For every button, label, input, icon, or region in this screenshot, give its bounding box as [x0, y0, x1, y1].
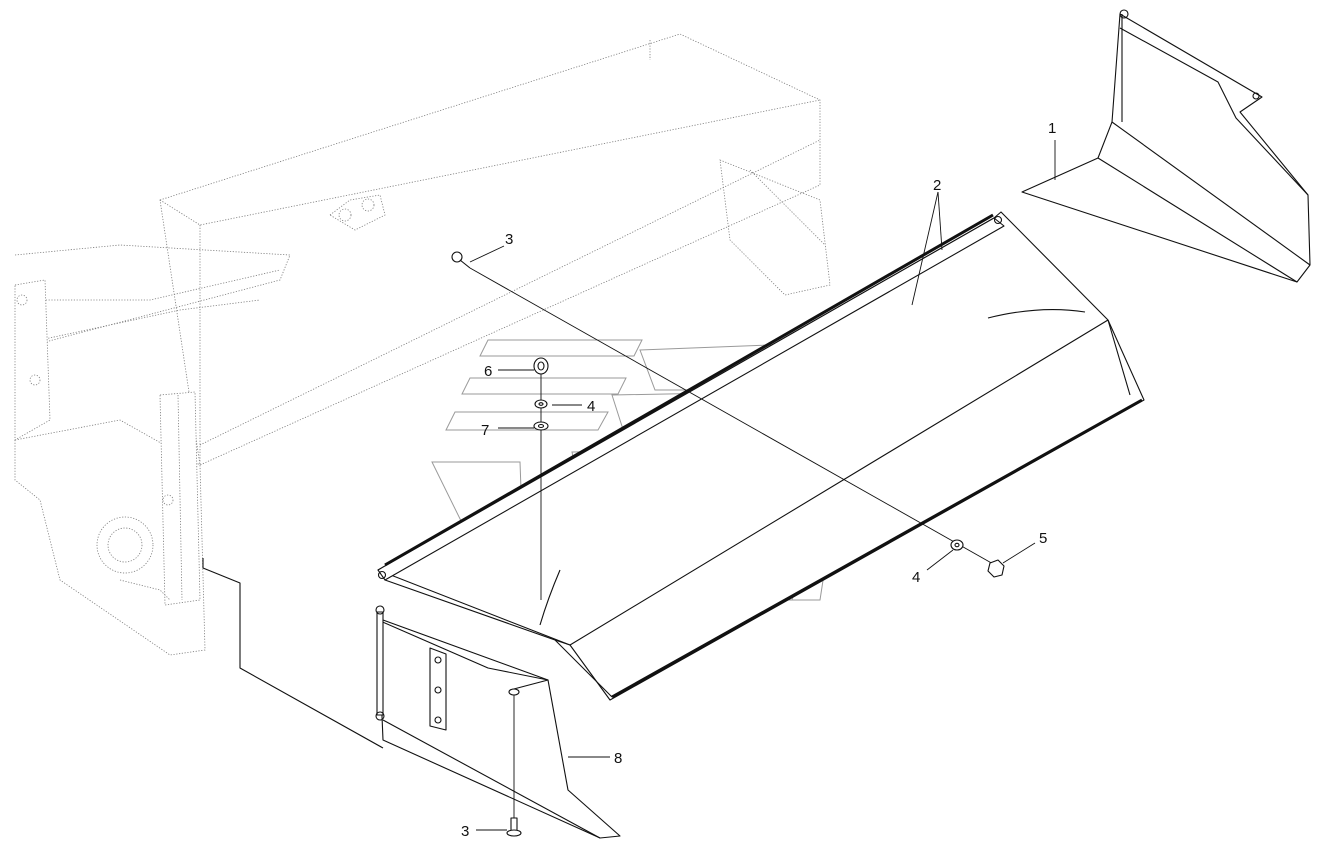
bolt-lower: [506, 688, 522, 837]
callout-7: 7: [481, 422, 489, 439]
washer-right: [950, 539, 964, 551]
callout-5: 5: [1039, 530, 1047, 547]
callout-4-upper: 4: [587, 398, 595, 415]
washer-middle: [533, 421, 549, 431]
leader-lines: [469, 140, 1056, 831]
callout-labels: 1 2 3 3 4 4 5 6 7 8: [461, 120, 1056, 840]
callout-8: 8: [614, 750, 622, 767]
callout-6: 6: [484, 363, 492, 380]
bolt-axis-line: [469, 267, 996, 566]
machine-frame-ghost: [14, 33, 831, 656]
nut-right: [987, 559, 1005, 578]
frame-side-edge: [202, 558, 384, 749]
washer-upper: [534, 399, 548, 409]
hardware: [451, 251, 1005, 837]
bolt-upper: [451, 251, 471, 269]
part-2-cover-panel: [377, 211, 1145, 701]
callout-1: 1: [1048, 120, 1056, 137]
part-8-side-plate: [375, 605, 621, 839]
eye-bolt: [533, 357, 549, 375]
part-1-side-deflector: [1021, 9, 1311, 283]
callout-3-upper: 3: [505, 231, 513, 248]
callout-4-right: 4: [912, 569, 920, 586]
callout-3-lower: 3: [461, 823, 469, 840]
callout-2: 2: [933, 177, 941, 194]
